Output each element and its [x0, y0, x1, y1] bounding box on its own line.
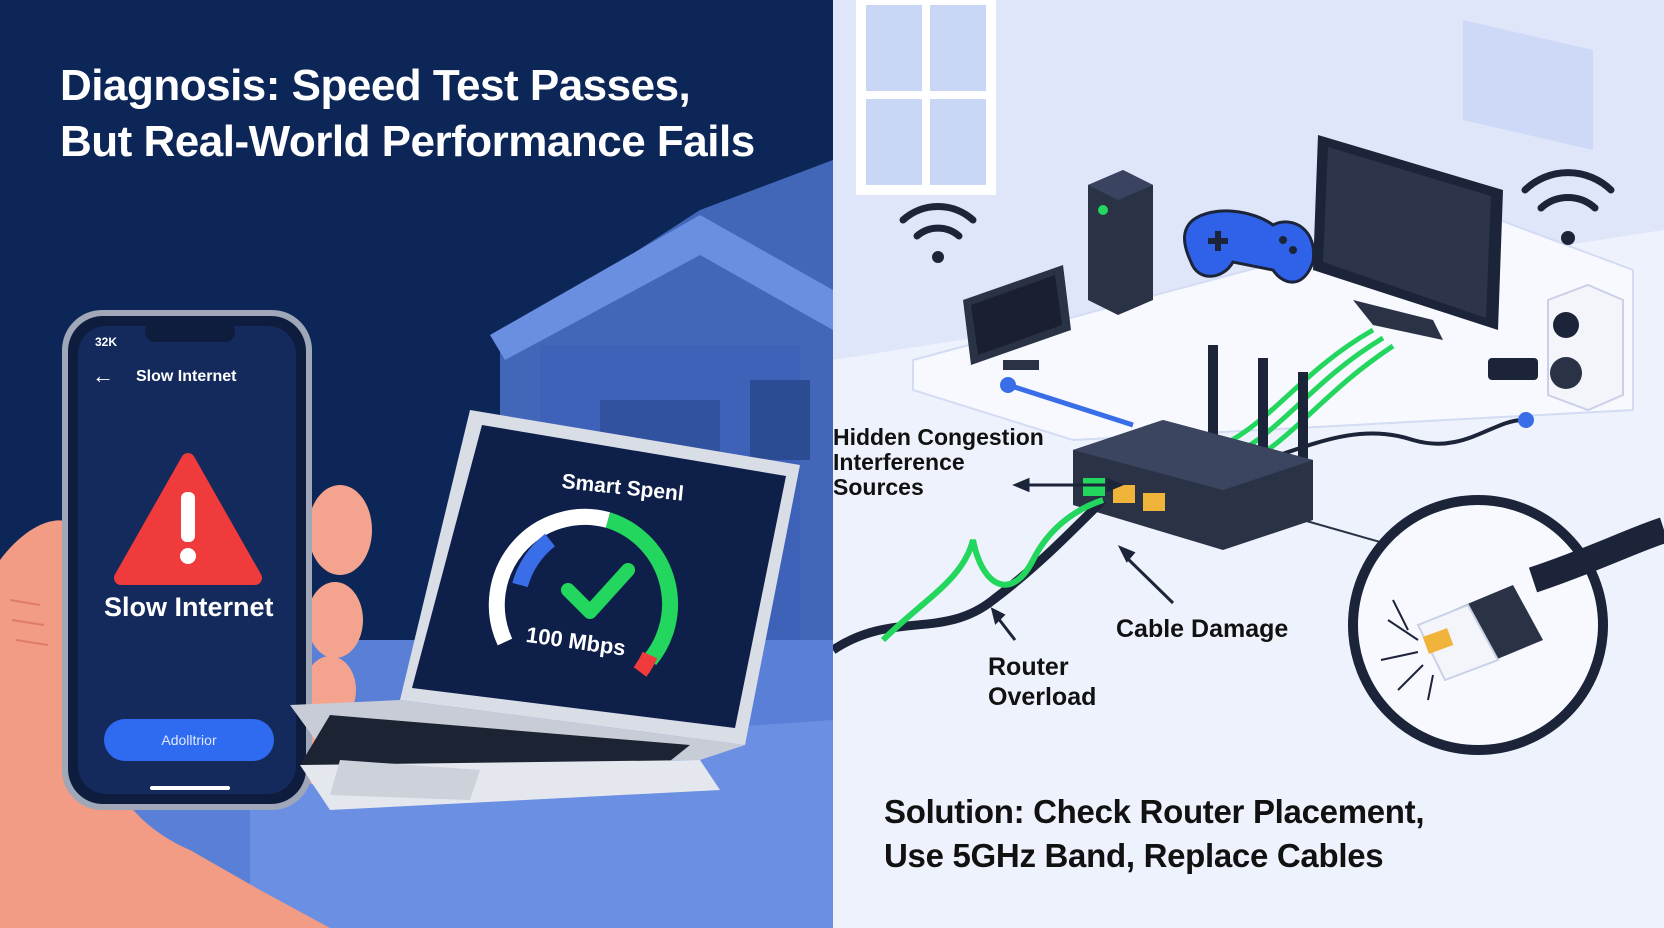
- speaker-icon: [1547, 283, 1624, 412]
- solution-line-1: Solution: Check Router Placement,: [884, 790, 1425, 834]
- solution-text: Solution: Check Router Placement, Use 5G…: [884, 790, 1425, 878]
- house-window: [750, 380, 810, 460]
- room-wall: [833, 0, 1664, 360]
- phone-screen-title: Slow Internet: [136, 368, 237, 385]
- warning-triangle-icon: [114, 453, 262, 585]
- desktop-tower-icon: [1088, 170, 1153, 315]
- wifi-icon: [1521, 169, 1615, 245]
- gamepad-icon: [1183, 209, 1316, 284]
- callout-arrows: [990, 477, 1444, 641]
- blue-cable: [1007, 382, 1134, 428]
- callout-router-overload-line-1: Router: [988, 653, 1069, 681]
- green-damaged-cable: [880, 497, 1104, 643]
- laptop-device: [290, 410, 800, 810]
- headline-line-2: But Real-World Performance Fails: [60, 117, 755, 166]
- network-illustration: [833, 0, 1664, 928]
- arrow-left-icon[interactable]: ←: [92, 363, 114, 388]
- media-box: [1488, 358, 1538, 380]
- callout-router-overload-line-2: Overload: [988, 683, 1097, 711]
- checkmark-icon: [561, 563, 635, 619]
- house-roof: [490, 215, 833, 360]
- wifi-icon: [899, 203, 977, 263]
- callout-router-overload: Router Overload: [988, 652, 1096, 712]
- solution-panel: Hidden Congestion Interference Sources C…: [833, 0, 1664, 928]
- speed-gauge: [488, 508, 679, 677]
- headline-line-1: Diagnosis: Speed Test Passes,: [60, 61, 691, 110]
- headline: Diagnosis: Speed Test Passes, But Real-W…: [60, 58, 755, 170]
- monitor-icon: [963, 265, 1071, 370]
- callout-interference-line-1: Hidden Congestion: [833, 424, 1044, 450]
- solution-line-1-text: Check Router Placement,: [1033, 793, 1425, 830]
- phone-status-time: 32K: [95, 335, 118, 349]
- wall-poster: [1463, 20, 1593, 150]
- solution-line-2: Use 5GHz Band, Replace Cables: [884, 837, 1384, 874]
- dark-cable: [1232, 418, 1524, 472]
- phone-alert-text: Slow Internet: [104, 592, 274, 622]
- tv-icon: [1313, 135, 1503, 340]
- solution-lead: Solution:: [884, 793, 1025, 830]
- diagnosis-panel: Diagnosis: Speed Test Passes, But Real-W…: [0, 0, 833, 928]
- callout-interference-line-3: Sources: [833, 474, 924, 500]
- diagnosis-illustration: [0, 160, 833, 928]
- callout-interference: Hidden Congestion Interference Sources: [833, 425, 1044, 500]
- ethernet-plug-icon: [1380, 517, 1664, 701]
- black-cable: [833, 496, 1107, 654]
- router-icon: [1073, 345, 1313, 550]
- phone-action-button[interactable]: Adolltrior: [104, 719, 274, 761]
- callout-interference-line-2: Interference: [833, 449, 965, 475]
- callout-cable-damage: Cable Damage: [1116, 615, 1289, 643]
